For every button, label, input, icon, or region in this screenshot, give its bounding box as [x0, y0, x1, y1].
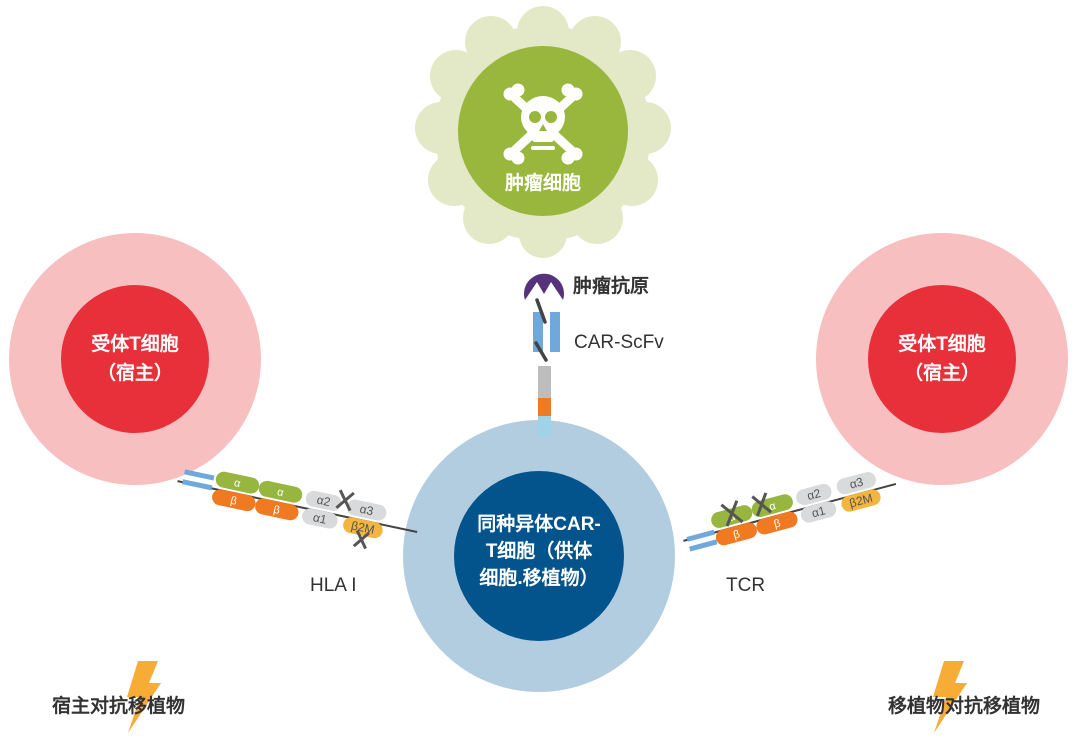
tumor-cell-label: 肿瘤细胞: [505, 171, 581, 194]
left-tcr-beta-1: [212, 489, 256, 512]
left-tcr-alpha-2-label: α: [276, 486, 285, 499]
left-tcr-alpha-2: [258, 480, 303, 503]
left-host-label-line1: 受体T细胞: [91, 332, 179, 355]
car-hinge: [538, 366, 551, 398]
right-host-inner: [868, 285, 1016, 433]
car-scfv-label: CAR-ScFv: [574, 332, 664, 353]
left-hla-alpha3-label: α3: [359, 502, 376, 519]
scfv-linker: [534, 341, 548, 362]
lightning-icon: [127, 661, 161, 733]
right-tcr-alpha-2: [751, 494, 793, 518]
left-tcr-alpha-1-label: α: [233, 477, 242, 490]
right-hla-alpha3: [836, 472, 876, 495]
hla-label: HLA I: [310, 575, 356, 596]
left-hla-alpha1: [302, 508, 338, 529]
right-hla-b2m-label: β2M: [848, 491, 874, 511]
left-complex: α α β β α2 α1 α3 β2M: [177, 469, 418, 550]
left-hla-alpha1-label: α1: [312, 510, 329, 527]
left-hla-alpha2: [305, 490, 342, 511]
scfv-linker-top: [535, 298, 547, 324]
left-hla-b2m: [343, 517, 383, 539]
right-tcr-alpha-2-label: α: [768, 500, 778, 513]
right-hla-alpha1-label: α1: [810, 503, 827, 520]
right-complex: α α β β α2 α1 α3 β2M: [683, 472, 897, 552]
left-hla-b2m-label: β2M: [350, 518, 376, 537]
left-tcr-beta-2-label: β: [272, 504, 281, 517]
skull-crossbones-icon: [503, 83, 583, 165]
x-mark-icon: [335, 489, 370, 550]
right-tcr-beta-1: [715, 522, 757, 546]
left-host-label-line2: （宿主）: [97, 361, 173, 384]
car-receptor: [524, 273, 564, 436]
right-caption: 移植物对抗移植物: [888, 694, 1040, 717]
right-tcr-beta-1-label: β: [732, 528, 741, 541]
tumor-cell: 肿瘤细胞: [415, 6, 671, 258]
car-t-label-line1: 同种异体CAR-: [477, 512, 601, 535]
scfv-heavy-chain: [533, 312, 543, 352]
left-caption: 宿主对抗移植物: [52, 694, 185, 717]
right-tcr-tm-top: [686, 529, 715, 542]
x-mark-icon: [720, 492, 772, 527]
left-tcr-tm-bottom: [181, 479, 213, 491]
right-tcr-tm-bottom: [689, 539, 718, 552]
left-host-inner: [61, 285, 209, 433]
car-transmembrane: [538, 416, 551, 436]
tcr-label: TCR: [726, 575, 765, 596]
right-host-label-line2: （宿主）: [904, 361, 980, 384]
car-t-inner: [454, 471, 624, 641]
tumor-antigen-label: 肿瘤抗原: [573, 274, 649, 297]
right-tcr-beta-2-label: β: [773, 517, 782, 530]
right-hla-alpha3-label: α3: [848, 475, 865, 492]
left-hla-alpha3: [346, 499, 387, 521]
right-host-cell: 受体T细胞 （宿主）: [816, 233, 1068, 485]
right-hla-alpha2-label: α2: [805, 486, 822, 503]
tumor-antigen-shape: [524, 273, 564, 300]
right-hla-alpha2: [796, 483, 832, 506]
left-host-cell: 受体T细胞 （宿主）: [9, 233, 261, 485]
left-tcr-tm-top: [184, 469, 215, 481]
left-tcr-beta-1-label: β: [229, 495, 238, 508]
right-hla-alpha1: [800, 501, 837, 523]
left-tcr-beta-2: [255, 498, 299, 521]
car-costim-domain: [538, 398, 551, 416]
car-t-cell: 同种异体CAR- T细胞（供体 细胞.移植物）: [403, 420, 675, 692]
right-host-label-line1: 受体T细胞: [898, 332, 986, 355]
right-tcr-beta-2: [756, 511, 798, 535]
lightning-icon: [933, 661, 967, 733]
car-t-label-line3: 细胞.移植物）: [479, 566, 598, 589]
scfv-light-chain: [550, 312, 560, 352]
right-hla-b2m: [841, 489, 881, 512]
car-t-label-line2: T细胞（供体: [486, 539, 594, 562]
left-tcr-alpha-1: [215, 471, 260, 494]
right-tcr-alpha-1-label: α: [727, 511, 737, 524]
left-hla-alpha2-label: α2: [315, 493, 332, 510]
